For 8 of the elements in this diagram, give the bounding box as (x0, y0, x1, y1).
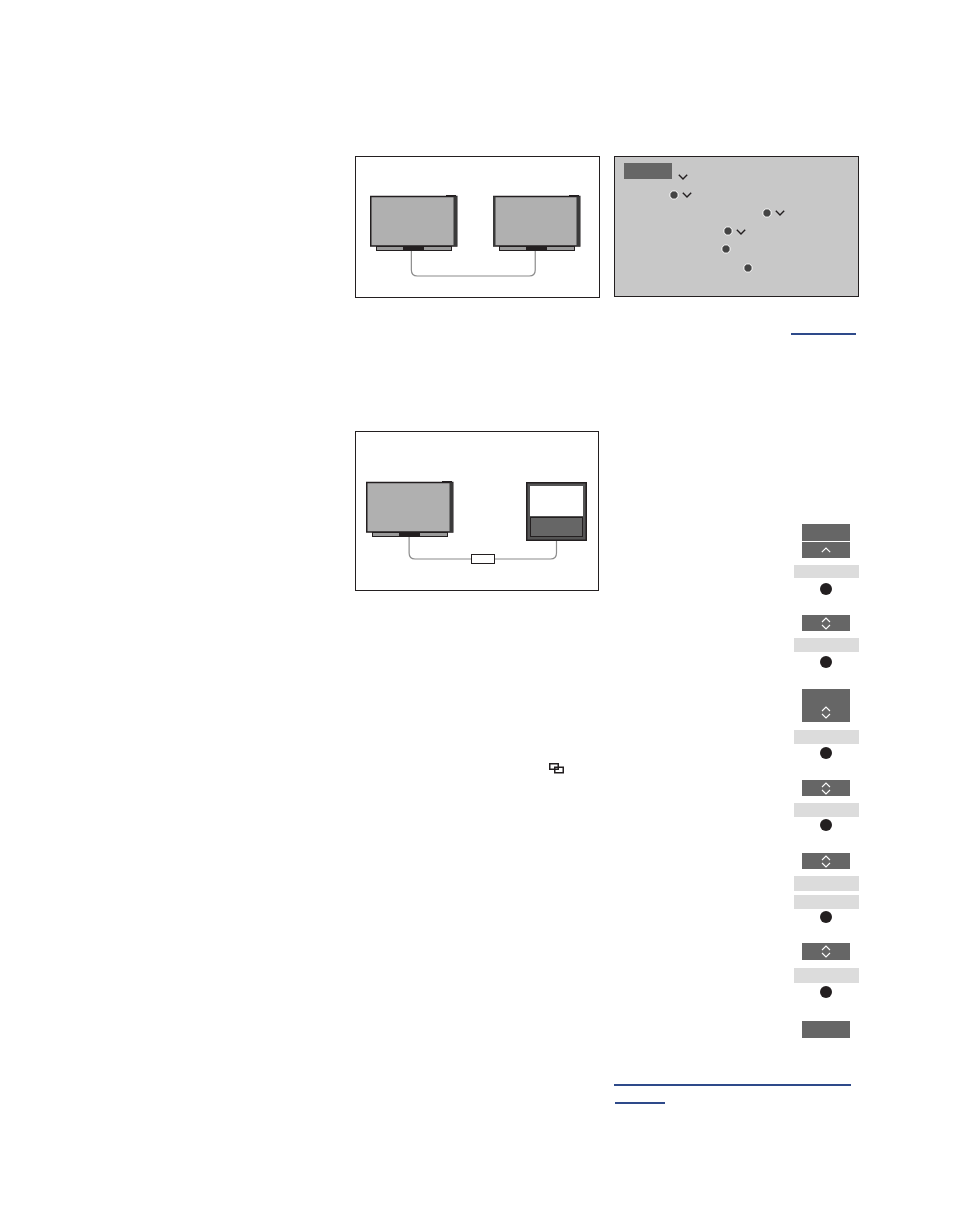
tv-drawing (370, 195, 458, 251)
cable-line (494, 540, 558, 560)
tv-drawing (493, 195, 581, 251)
device-drawing (526, 482, 587, 541)
tv-drawing (366, 481, 454, 537)
cable-line (410, 250, 536, 277)
adapter-box (471, 554, 495, 564)
cable-line (408, 536, 472, 560)
